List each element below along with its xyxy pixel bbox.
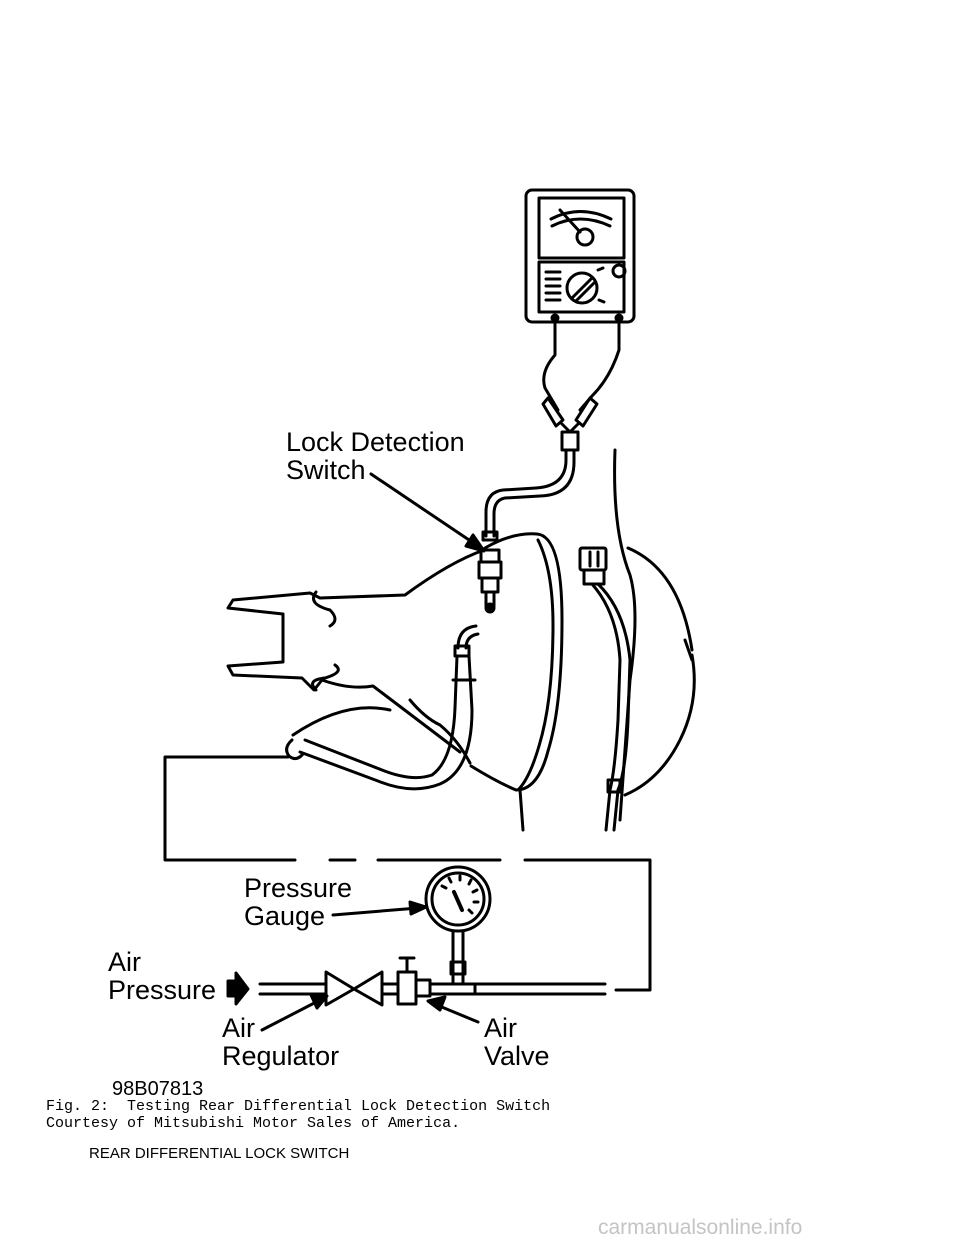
differential-housing xyxy=(226,448,696,832)
caption-line-1: Fig. 2: Testing Rear Differential Lock D… xyxy=(46,1098,551,1115)
lock-detection-switch-label: Lock Detection Switch xyxy=(286,428,465,484)
air-valve-label: Air Valve xyxy=(484,1014,550,1070)
air-pressure-label: Air Pressure xyxy=(108,948,216,1004)
figure-number: 98B07813 xyxy=(112,1078,204,1100)
label-line: Valve xyxy=(484,1041,550,1071)
label-line: Air xyxy=(222,1013,255,1043)
test-leads xyxy=(481,319,621,542)
connector-plug xyxy=(578,546,632,832)
label-line: Gauge xyxy=(244,901,326,931)
air-regulator-label: Air Regulator xyxy=(222,1014,339,1070)
air-pressure-arrow-icon xyxy=(226,971,250,1006)
caption-line-2: Courtesy of Mitsubishi Motor Sales of Am… xyxy=(46,1115,461,1132)
figure-caption: Fig. 2: Testing Rear Differential Lock D… xyxy=(46,1098,550,1132)
label-line: Air xyxy=(108,947,141,977)
pressure-gauge-icon xyxy=(424,865,492,978)
label-line: Pressure xyxy=(108,975,217,1005)
multimeter-icon xyxy=(524,188,636,324)
label-line: Pressure xyxy=(244,873,353,903)
air-supply-line xyxy=(258,956,607,1007)
air-line-loop xyxy=(163,755,652,992)
label-line: Air xyxy=(484,1013,517,1043)
section-title: REAR DIFFERENTIAL LOCK SWITCH xyxy=(89,1145,350,1162)
lock-detection-switch-body xyxy=(477,548,503,614)
watermark-link[interactable]: carmanualsonline.info xyxy=(598,1216,803,1239)
label-line: Switch xyxy=(286,455,366,485)
label-line: Regulator xyxy=(222,1041,340,1071)
pressure-gauge-label: Pressure Gauge xyxy=(244,874,352,930)
label-line: Lock Detection xyxy=(286,427,465,457)
